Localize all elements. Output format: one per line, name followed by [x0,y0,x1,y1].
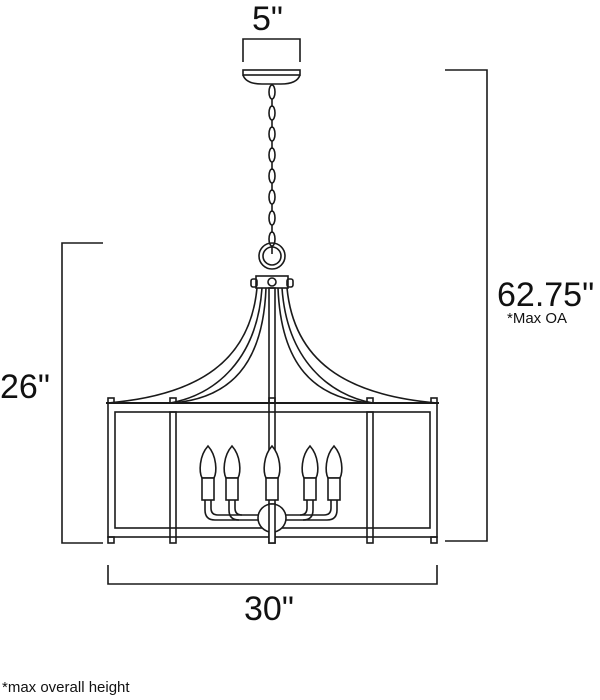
bulb-icon [223,444,241,479]
chain-link [268,105,276,121]
body-height-bracket [61,242,103,544]
overall-height-bracket [445,69,488,542]
candle-socket [201,477,215,501]
candle [301,444,319,501]
overall-height-label: 62.75" [497,276,595,314]
candle-arms [204,500,338,544]
candle [263,444,281,501]
candle [223,444,241,501]
bulb-icon [199,444,217,479]
candle-socket [225,477,239,501]
overall-height-note: *Max OA [507,310,568,327]
candle-socket [303,477,317,501]
chain-link [268,84,276,100]
body-height-label: 26" [0,368,50,406]
canopy-width-bracket [242,38,301,62]
footnote: *max overall height [2,679,130,696]
body-width-bracket [107,565,438,585]
chain-link [268,189,276,205]
chain-link [268,168,276,184]
chain-link [268,147,276,163]
candle [199,444,217,501]
candle-socket [327,477,341,501]
chain [268,84,276,254]
bulb-icon [263,444,281,479]
top-hub [250,275,294,289]
hanging-ring [258,242,286,270]
curved-arms [107,287,438,404]
chain-link [268,210,276,226]
canopy-width-label: 5" [252,0,283,38]
ceiling-canopy [242,69,301,85]
cage-frame [106,397,439,544]
chain-link [268,126,276,142]
body-width-label: 30" [244,590,294,628]
bulb-icon [325,444,343,479]
bulb-icon [301,444,319,479]
candles [199,444,343,501]
candle [325,444,343,501]
candle-socket [265,477,279,501]
